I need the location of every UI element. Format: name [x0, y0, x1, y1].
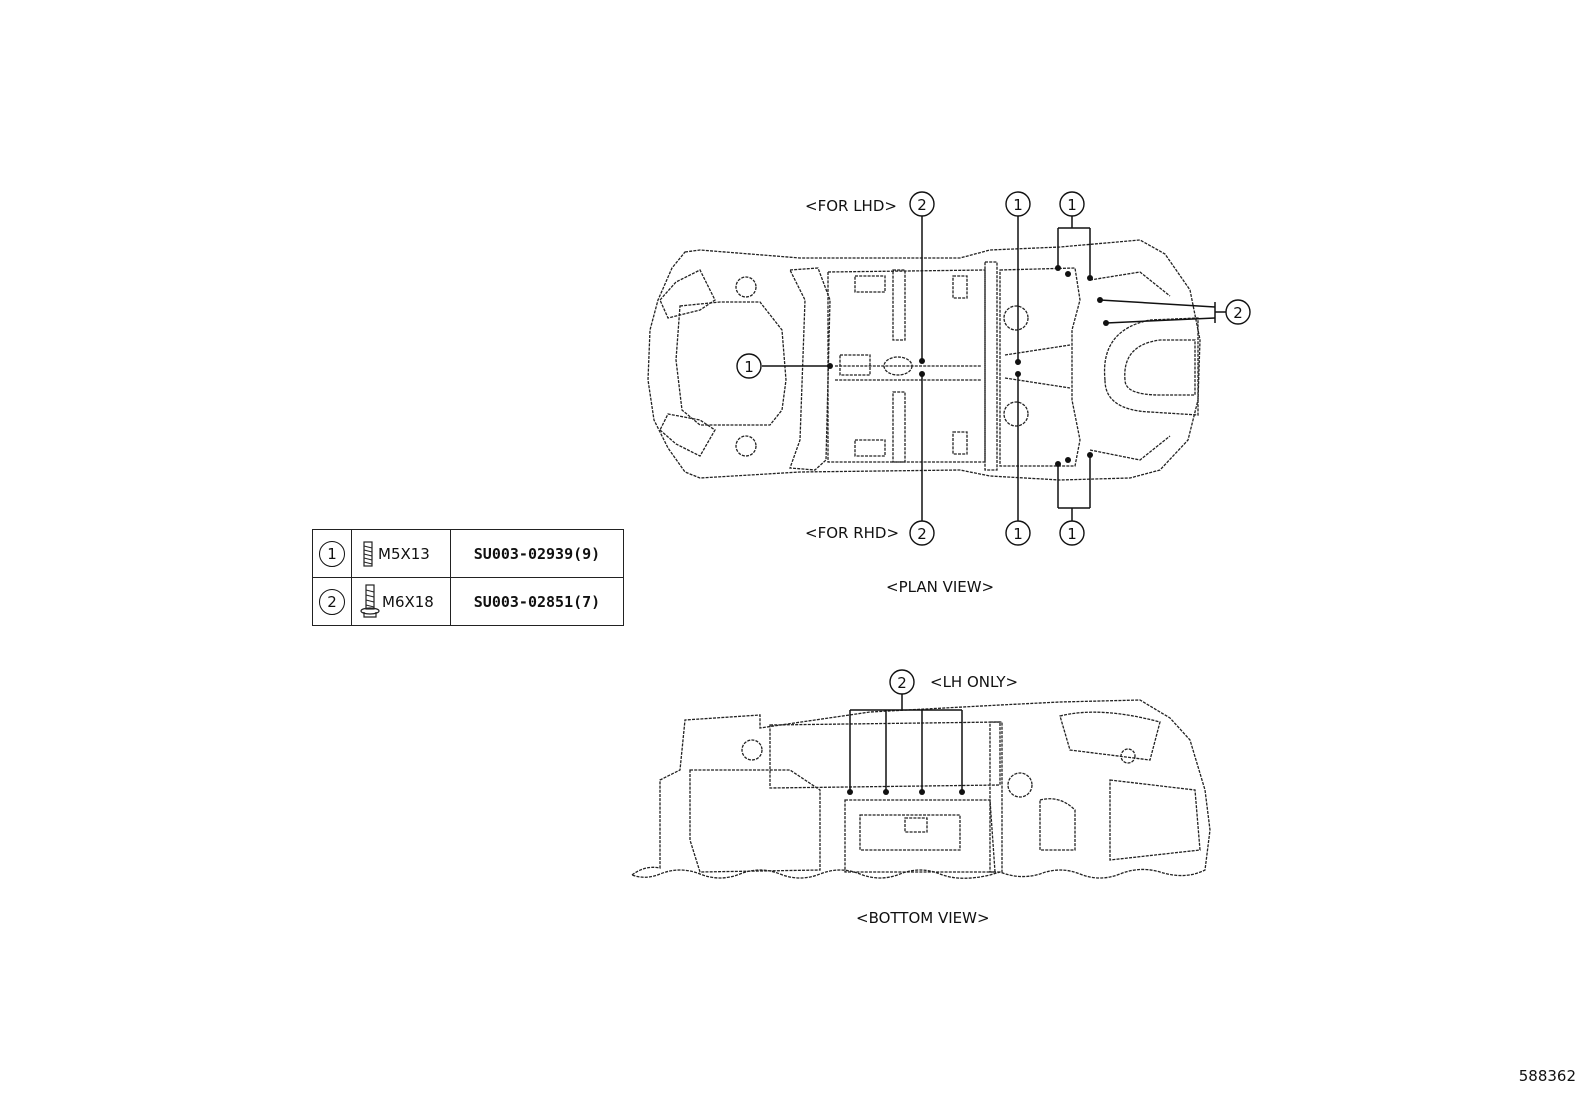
callout-2-rhd: 2: [917, 525, 927, 543]
legend-row-1-number: 1: [319, 540, 345, 567]
callout-1-center-bottom: 1: [1013, 525, 1023, 543]
legend-row-2-number: 2: [319, 588, 345, 615]
callout-1-front: 1: [744, 358, 754, 376]
plan-view-body: [647, 239, 1201, 481]
legend-row-1: 1 M5X13 SU003-02939(9): [312, 529, 624, 578]
document-id: 588362: [1518, 1067, 1576, 1085]
for-rhd-label: <FOR RHD>: [805, 524, 899, 542]
plan-view-caption: <PLAN VIEW>: [886, 578, 994, 596]
callout-1-center-top: 1: [1013, 196, 1023, 214]
callout-2-lhd: 2: [917, 196, 927, 214]
bottom-view-body: [630, 699, 1211, 879]
legend-row-2: 2 M6X18 SU003-02851(7): [312, 577, 624, 626]
legend-row-2-part: SU003-02851(7): [450, 577, 624, 626]
bottom-view-callouts: 2 <LH ONLY> <BOTTOM VIEW>: [847, 669, 1018, 927]
legend-row-1-part: SU003-02939(9): [450, 529, 624, 578]
screw-icon: [363, 540, 373, 567]
legend-row-2-size: M6X18: [382, 592, 434, 611]
legend-row-1-size: M5X13: [378, 544, 430, 563]
callout-2-bottom: 2: [897, 674, 907, 692]
callout-1-rear-bottom: 1: [1067, 525, 1077, 543]
callout-1-rear-top: 1: [1067, 196, 1077, 214]
for-lhd-label: <FOR LHD>: [805, 197, 897, 215]
fastener-legend-table: 1 M5X13 SU003-02939(9) 2: [312, 529, 624, 626]
lh-only-label: <LH ONLY>: [930, 673, 1018, 691]
plan-view-callouts: <FOR LHD> <FOR RHD> 2 2 1 1 1: [736, 191, 1251, 596]
bottom-view-caption: <BOTTOM VIEW>: [856, 909, 990, 927]
callout-2-rear-right: 2: [1233, 304, 1243, 322]
flange-bolt-icon: [360, 583, 380, 618]
